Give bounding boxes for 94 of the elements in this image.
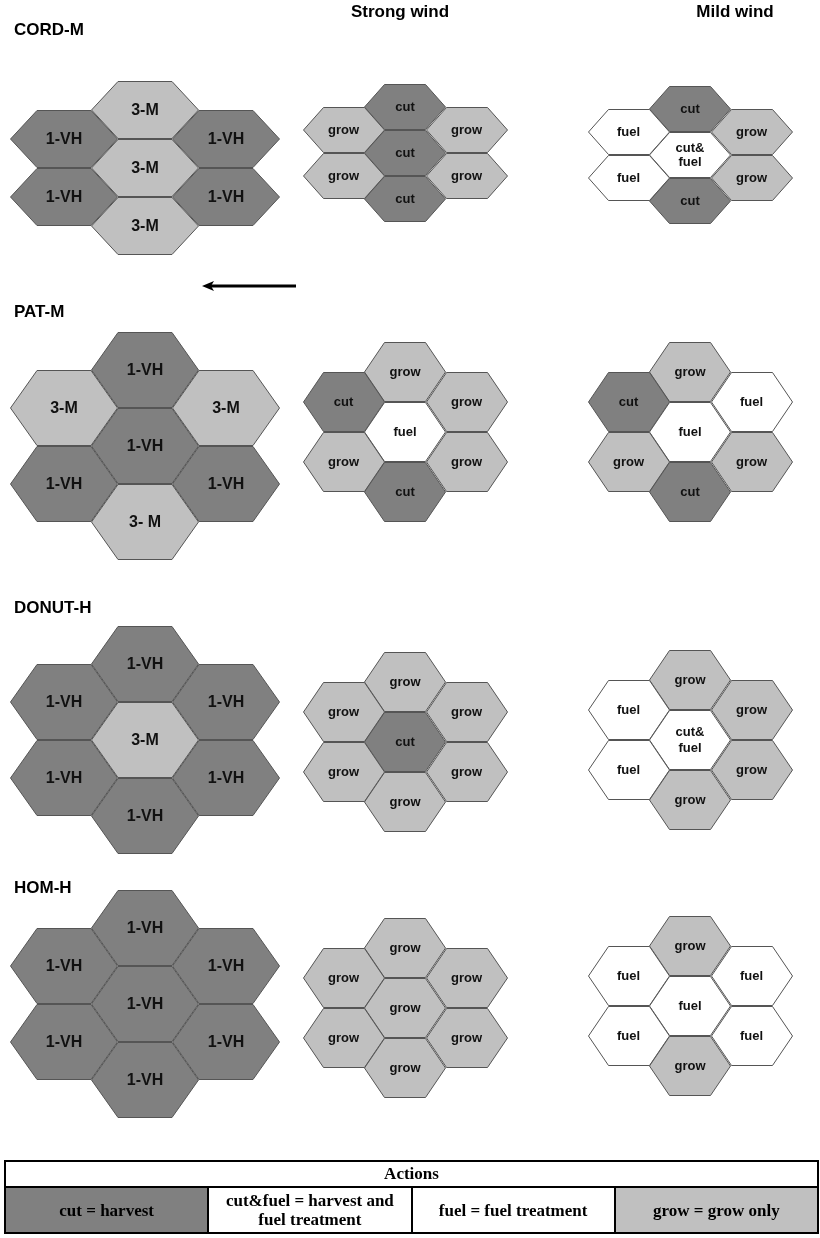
hexagon-tile: 1-VH — [91, 332, 199, 408]
hexagon-tile: cut& fuel — [649, 710, 731, 770]
hexagon-tile: fuel — [587, 946, 670, 1006]
hexagon-tile: fuel — [587, 740, 670, 800]
hexagon-tile: grow — [302, 107, 385, 153]
hexagon-tile: grow — [302, 153, 385, 199]
hexagon-tile: cut — [364, 712, 446, 772]
column-header: Strong wind — [350, 2, 450, 22]
hexagon-tile: grow — [649, 916, 731, 976]
legend-entry: fuel = fuel treatment — [411, 1187, 615, 1233]
hexagon-tile: 3-M — [91, 197, 199, 255]
hexagon-tile: fuel — [364, 402, 446, 462]
hexagon-tile: grow — [425, 432, 508, 492]
hexagon-tile: grow — [364, 772, 446, 832]
hexagon-tile: 3-M — [91, 702, 199, 778]
hexagon-tile: 1-VH — [10, 110, 118, 168]
hexagon-tile: 1-VH — [172, 928, 280, 1004]
hexagon-tile: fuel — [649, 976, 731, 1036]
hexagon-tile: cut — [587, 372, 670, 432]
hexagon-tile: cut — [364, 84, 446, 130]
hexagon-tile: fuel — [649, 402, 731, 462]
hexagon-tile: 1-VH — [91, 626, 199, 702]
hexagon-tile: 1-VH — [172, 664, 280, 740]
hexagon-tile: 3- M — [91, 484, 199, 560]
row-title: PAT-M — [14, 302, 65, 322]
hexagon-tile: 1-VH — [10, 168, 118, 226]
hexagon-tile: fuel — [710, 946, 793, 1006]
hexagon-tile: grow — [649, 770, 731, 830]
hexagon-tile: cut — [364, 176, 446, 222]
hexagon-tile: grow — [364, 978, 446, 1038]
hexagon-tile: 1-VH — [172, 1004, 280, 1080]
hexagon-tile: 1-VH — [10, 1004, 118, 1080]
hexagon-tile: 3-M — [10, 370, 118, 446]
hexagon-tile: grow — [649, 342, 731, 402]
legend-entry: cut&fuel = harvest and fuel treatment — [208, 1187, 412, 1233]
hexagon-tile: grow — [425, 948, 508, 1008]
hexagon-tile: 1-VH — [172, 110, 280, 168]
hexagon-tile: grow — [302, 682, 385, 742]
row-title: CORD-M — [14, 20, 84, 40]
hexagon-tile: grow — [364, 652, 446, 712]
hexagon-tile: grow — [302, 1008, 385, 1068]
hexagon-tile: 3-M — [91, 81, 199, 139]
hexagon-tile: 1-VH — [172, 740, 280, 816]
hexagon-tile: 1-VH — [10, 928, 118, 1004]
hexagon-tile: grow — [364, 1038, 446, 1098]
hexagon-tile: cut — [302, 372, 385, 432]
hexagon-tile: grow — [364, 342, 446, 402]
hexagon-tile: 1-VH — [172, 446, 280, 522]
hexagon-tile: 1-VH — [10, 664, 118, 740]
hexagon-tile: fuel — [710, 1006, 793, 1066]
hexagon-tile: grow — [710, 680, 793, 740]
hexagon-tile: grow — [425, 153, 508, 199]
hexagon-tile: grow — [710, 740, 793, 800]
hexagon-tile: grow — [425, 742, 508, 802]
row-title: DONUT-H — [14, 598, 92, 618]
hexagon-tile: grow — [425, 107, 508, 153]
legend-entry: grow = grow only — [614, 1187, 818, 1233]
hexagon-tile: fuel — [587, 680, 670, 740]
hexagon-tile: grow — [425, 372, 508, 432]
hexagon-tile: fuel — [587, 1006, 670, 1066]
hexagon-tile: grow — [425, 682, 508, 742]
hexagon-tile: 3-M — [91, 139, 199, 197]
legend-entry: cut = harvest — [5, 1187, 209, 1233]
hexagon-tile: 1-VH — [10, 740, 118, 816]
hexagon-tile: fuel — [587, 109, 670, 155]
hexagon-tile: 3-M — [172, 370, 280, 446]
hexagon-tile: 1-VH — [91, 1042, 199, 1118]
hexagon-tile: grow — [302, 432, 385, 492]
row-title: HOM-H — [14, 878, 72, 898]
hexagon-tile: cut — [649, 178, 731, 224]
hexagon-tile: grow — [425, 1008, 508, 1068]
column-header: Mild wind — [696, 2, 774, 22]
hexagon-tile: fuel — [710, 372, 793, 432]
hexagon-tile: grow — [710, 432, 793, 492]
hexagon-tile: grow — [302, 948, 385, 1008]
hexagon-tile: cut — [649, 462, 731, 522]
hexagon-tile: cut — [364, 462, 446, 522]
hexagon-tile: grow — [302, 742, 385, 802]
legend-title: Actions — [5, 1161, 818, 1187]
hexagon-tile: 1-VH — [172, 168, 280, 226]
hexagon-tile: grow — [710, 155, 793, 201]
hexagon-tile: grow — [649, 650, 731, 710]
hexagon-tile: 1-VH — [91, 408, 199, 484]
hexagon-tile: grow — [364, 918, 446, 978]
hexagon-tile: grow — [649, 1036, 731, 1096]
hexagon-tile: 1-VH — [10, 446, 118, 522]
hexagon-tile: fuel — [587, 155, 670, 201]
hexagon-tile: 1-VH — [91, 966, 199, 1042]
hexagon-tile: 1-VH — [91, 890, 199, 966]
hexagon-tile: grow — [710, 109, 793, 155]
hexagon-tile: 1-VH — [91, 778, 199, 854]
hexagon-tile: cut — [649, 86, 731, 132]
hexagon-tile: grow — [587, 432, 670, 492]
hexagon-tile: cut — [364, 130, 446, 176]
